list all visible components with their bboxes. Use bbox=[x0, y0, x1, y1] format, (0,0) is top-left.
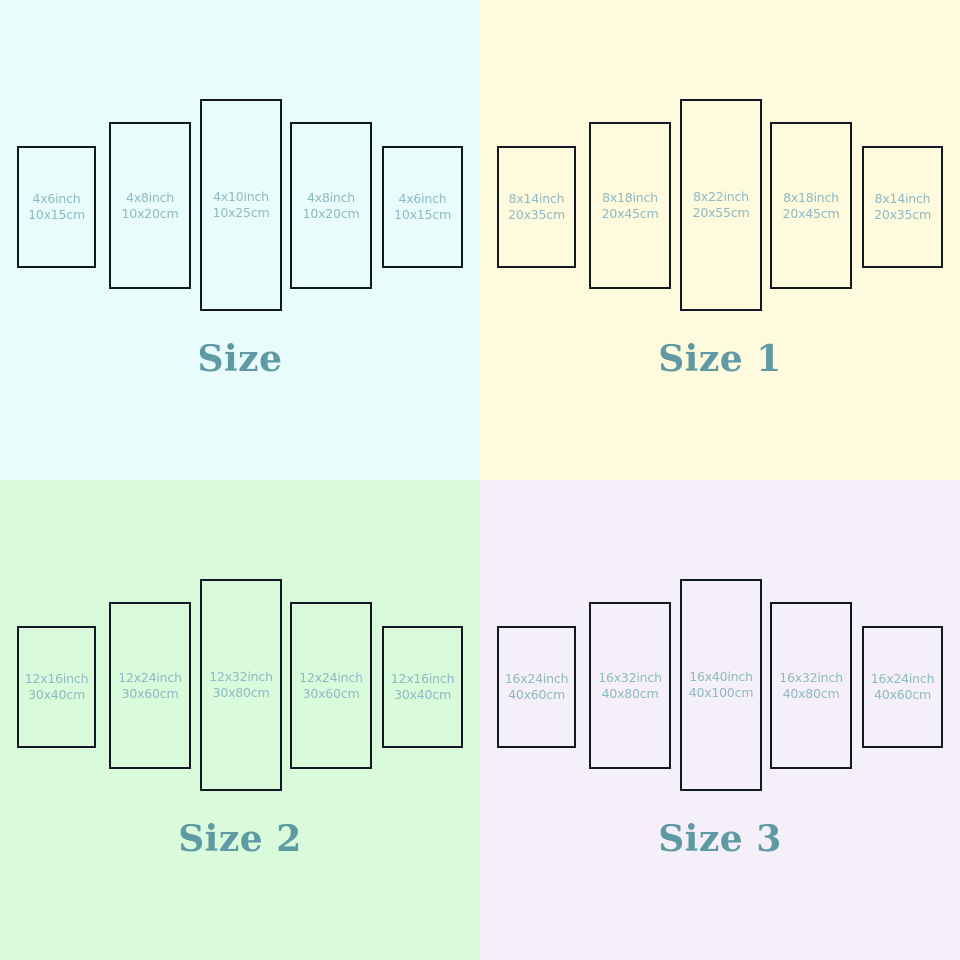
panel-size-inch: 8x22inch bbox=[693, 189, 749, 205]
panel-size-cm: 20x35cm bbox=[508, 207, 565, 222]
panel-size-inch: 12x16inch bbox=[24, 671, 89, 687]
panel-size-cm: 10x20cm bbox=[121, 205, 179, 221]
panel-size-cm: 40x80cm bbox=[782, 685, 840, 701]
panel-size-cm: 30x40cm bbox=[394, 687, 451, 702]
panel-size-cm: 20x35cm bbox=[874, 207, 931, 222]
panel-size-inch: 16x24inch bbox=[870, 671, 935, 687]
panel-size-inch: 4x8inch bbox=[306, 189, 356, 205]
panel-size-cm: 10x25cm bbox=[212, 205, 270, 220]
panel-size-inch: 12x16inch bbox=[390, 671, 455, 687]
panel-size-inch: 8x18inch bbox=[783, 189, 839, 205]
quadrant-title: Size 3 bbox=[658, 818, 782, 860]
panel-size-inch: 8x14inch bbox=[508, 191, 565, 207]
panel-size-cm: 10x15cm bbox=[394, 207, 451, 222]
panel-size-cm: 30x40cm bbox=[28, 687, 85, 702]
quadrant-title: Size 1 bbox=[658, 338, 782, 380]
panel-size-inch: 12x24inch bbox=[299, 669, 363, 685]
panel-size-inch: 16x40inch bbox=[689, 669, 753, 685]
panel-size-inch: 4x10inch bbox=[213, 189, 269, 205]
panel-size-inch: 16x32inch bbox=[598, 669, 662, 685]
panel-size-inch: 4x6inch bbox=[398, 191, 447, 207]
panel-size-cm: 20x55cm bbox=[692, 205, 750, 220]
panel-size-cm: 20x45cm bbox=[782, 205, 840, 221]
panel-size-cm: 10x15cm bbox=[28, 207, 85, 222]
panel-size-inch: 8x18inch bbox=[602, 189, 658, 205]
panel-size-cm: 20x45cm bbox=[601, 205, 659, 221]
panel-size-cm: 30x60cm bbox=[302, 685, 360, 701]
panel-size-cm: 10x20cm bbox=[302, 205, 360, 221]
panel-size-cm: 40x80cm bbox=[601, 685, 659, 701]
panel-size-inch: 8x14inch bbox=[874, 191, 931, 207]
panel-size-cm: 30x80cm bbox=[212, 685, 270, 700]
panel-size-inch: 4x6inch bbox=[32, 191, 81, 207]
panel-size-cm: 30x60cm bbox=[121, 685, 179, 701]
panel-size-inch: 12x32inch bbox=[209, 669, 273, 685]
quadrant-title: Size bbox=[197, 338, 283, 380]
panel-size-cm: 40x60cm bbox=[508, 687, 565, 702]
panel-size-inch: 4x8inch bbox=[125, 189, 175, 205]
panel-size-inch: 16x32inch bbox=[779, 669, 843, 685]
panel-size-cm: 40x60cm bbox=[874, 687, 931, 702]
quadrant-title: Size 2 bbox=[178, 818, 302, 860]
panel-size-inch: 16x24inch bbox=[504, 671, 569, 687]
panel-size-inch: 12x24inch bbox=[118, 669, 182, 685]
panel-size-cm: 40x100cm bbox=[688, 685, 754, 700]
